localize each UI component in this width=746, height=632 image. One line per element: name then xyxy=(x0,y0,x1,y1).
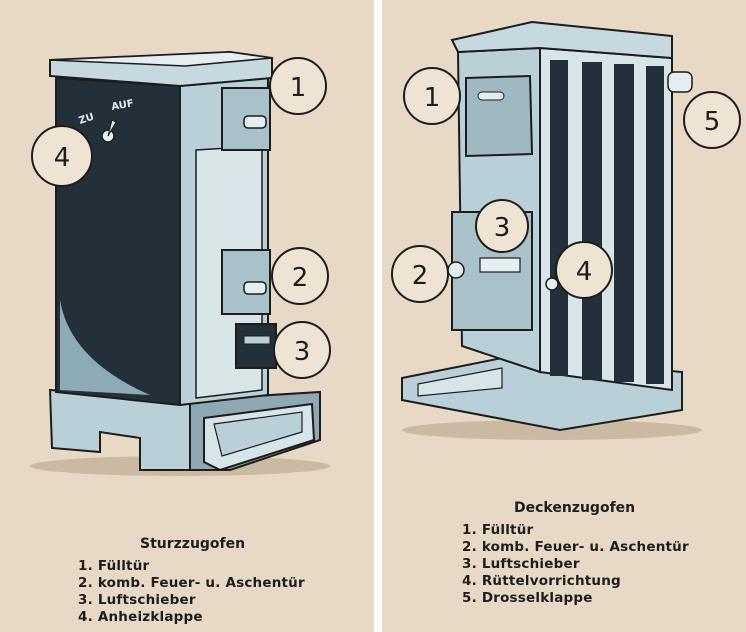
caption-title: Sturzzugofen xyxy=(140,536,246,552)
caption-item-4: 4. Rüttelvorrichtung xyxy=(462,573,621,589)
callout-label-4: 4 xyxy=(54,143,71,173)
caption-item-2: 2. komb. Feuer- u. Aschentür xyxy=(462,539,689,555)
air-slide xyxy=(479,257,521,273)
flute-4 xyxy=(646,66,664,384)
damper-label-zu: ZU xyxy=(78,112,96,127)
caption-item-2: 2. komb. Feuer- u. Aschentür xyxy=(78,575,305,591)
callout-circle-2 xyxy=(391,245,449,303)
callout-circle-4 xyxy=(31,125,93,187)
air-slide-bar xyxy=(243,335,271,345)
illustration-sturzzugofen: ZU AUF 1 2 3 4 xyxy=(30,50,331,476)
fill-door-handle xyxy=(477,91,505,101)
stove-top xyxy=(450,20,673,60)
fill-door xyxy=(465,74,534,158)
panel-sturzzugofen: ZU AUF 1 2 3 4 Sturzzugofen 1. Fülltür 2… xyxy=(0,0,374,632)
flute-2 xyxy=(582,62,602,380)
caption-item-4: 4. Anheizklappe xyxy=(78,609,203,625)
caption-item-5: 5. Drosselklappe xyxy=(462,590,593,606)
ash-tray-inner xyxy=(213,411,303,457)
stove-top-surface xyxy=(49,51,273,67)
callout-label-1: 1 xyxy=(424,83,441,113)
callout-circle-2 xyxy=(271,247,329,305)
front-highlight xyxy=(60,300,150,395)
caption-item-3: 3. Luftschieber xyxy=(78,592,196,608)
caption-sturzzugofen: Sturzzugofen 1. Fülltür 2. komb. Feuer- … xyxy=(78,536,305,626)
damper-pointer xyxy=(107,119,117,137)
callout-circle-5 xyxy=(683,91,741,149)
ash-tray xyxy=(417,367,503,397)
flute-3 xyxy=(614,64,634,382)
fire-door-knob xyxy=(447,261,465,279)
callout-circle-1 xyxy=(403,67,461,125)
caption-item-3: 3. Luftschieber xyxy=(462,556,580,572)
callout-label-5: 5 xyxy=(704,107,721,137)
flue-damper xyxy=(667,71,693,93)
caption-list: 1. Fülltür 2. komb. Feuer- u. Aschentür … xyxy=(78,558,305,626)
air-slide xyxy=(235,323,277,369)
fill-door-handle xyxy=(243,115,267,129)
caption-item-1: 1. Fülltür xyxy=(462,522,534,538)
caption-deckenzugofen: Deckenzugofen 1. Fülltür 2. komb. Feuer-… xyxy=(462,500,689,607)
callout-circle-4 xyxy=(555,241,613,299)
callout-label-2: 2 xyxy=(292,263,309,293)
callout-circle-3 xyxy=(475,199,529,253)
callout-label-4: 4 xyxy=(576,257,593,287)
caption-item-1: 1. Fülltür xyxy=(78,558,150,574)
callout-label-2: 2 xyxy=(412,261,429,291)
callout-label-1: 1 xyxy=(290,73,307,103)
callout-circle-3 xyxy=(273,321,331,379)
callout-label-3: 3 xyxy=(494,213,511,243)
callout-circle-1 xyxy=(269,57,327,115)
floor-shadow xyxy=(402,420,702,440)
flute-1 xyxy=(550,60,568,376)
shaker-knob xyxy=(545,277,559,291)
fire-door-handle xyxy=(243,281,267,295)
panel-deckenzugofen: 1 2 3 4 5 Deckenzugofen 1. Fülltür 2. ko… xyxy=(382,0,746,632)
illustration-deckenzugofen: 1 2 3 4 5 xyxy=(391,20,741,440)
damper-label-auf: AUF xyxy=(111,98,135,113)
caption-title: Deckenzugofen xyxy=(514,500,636,516)
caption-list: 1. Fülltür 2. komb. Feuer- u. Aschentür … xyxy=(462,522,689,607)
callout-label-3: 3 xyxy=(294,337,311,367)
